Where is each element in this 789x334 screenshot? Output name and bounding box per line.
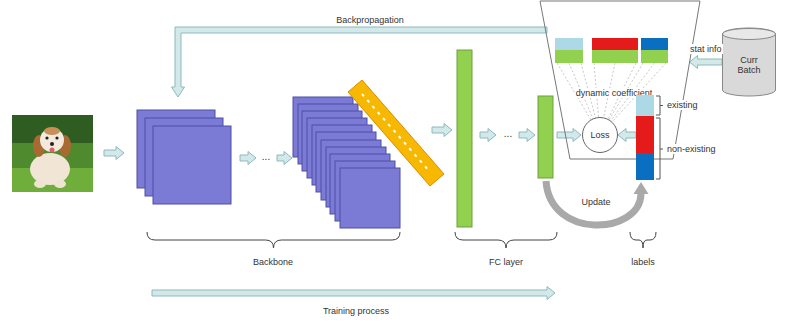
cylinder-top — [723, 29, 776, 40]
pooling-bar-marks — [362, 94, 430, 172]
dog-tongue — [50, 148, 55, 153]
update-arrow — [546, 181, 641, 225]
dog-paw — [34, 180, 46, 188]
label-segment — [636, 95, 654, 116]
dog-eye — [45, 136, 48, 139]
bracket — [147, 232, 400, 248]
dog-fur — [44, 127, 60, 135]
training-arrow — [152, 287, 555, 300]
flow-arrow — [104, 147, 124, 160]
label-vector-text: existing — [666, 100, 699, 110]
dog-paw — [54, 180, 66, 188]
flow-arrow — [519, 129, 535, 142]
coefficient-block — [592, 38, 638, 50]
dog-nose — [50, 142, 54, 146]
coefficient-block — [641, 38, 668, 50]
coefficient-block — [641, 50, 668, 63]
funnel-outline — [540, 1, 700, 159]
axis-label: Training process — [323, 306, 389, 316]
label-vector: existingnon-existing — [636, 95, 654, 180]
ellipsis: ... — [262, 151, 270, 163]
loss-circle: Loss — [582, 117, 618, 153]
flow-arrow — [277, 152, 292, 165]
photo-ground — [12, 115, 93, 192]
flow-arrow — [240, 152, 256, 165]
arrow-label: Backpropagation — [336, 15, 404, 25]
pooling-bar — [348, 80, 444, 186]
flow-arrow — [480, 129, 496, 142]
database-cylinder-text: Curr Batch — [731, 55, 767, 76]
loss-funnel-outline — [540, 1, 700, 159]
database-cylinder: Curr Batch — [722, 28, 776, 96]
coefficient-block — [555, 50, 583, 63]
feature-map — [153, 126, 231, 204]
bracket — [455, 232, 557, 248]
bracket-label: Backbone — [253, 257, 293, 267]
dog-head — [40, 128, 64, 152]
edge-label: stat info — [689, 44, 723, 54]
update-arrowhead — [634, 182, 649, 194]
feature-map — [340, 168, 400, 228]
ellipsis: ... — [504, 128, 512, 140]
flow-arrow — [557, 129, 581, 142]
bracket-label: FC layer — [489, 257, 523, 267]
segment-bracket — [656, 118, 663, 179]
coefficient-block — [555, 38, 583, 50]
fc-bar — [457, 50, 472, 227]
label-segment — [636, 153, 654, 180]
label-segment — [636, 116, 654, 153]
bracket — [630, 232, 656, 248]
dog-body — [30, 153, 70, 185]
label-vector-outline — [636, 95, 654, 180]
block-arrow — [690, 56, 722, 69]
loss-circle-text: Loss — [589, 130, 610, 140]
flow-arrow — [432, 124, 452, 137]
coefficient-block — [592, 50, 638, 63]
segment-bracket — [656, 96, 663, 115]
dog-eye — [55, 136, 58, 139]
block-arrow — [618, 129, 636, 142]
label-vector-text: non-existing — [666, 144, 717, 154]
bracket-label: labels — [631, 257, 655, 267]
loss-funnel: dynamic coefficientLoss — [540, 1, 700, 159]
loss-outline — [583, 118, 618, 153]
fc-bar — [538, 96, 553, 178]
cylinder-body — [723, 28, 776, 96]
arrow-label: Update — [581, 197, 610, 207]
